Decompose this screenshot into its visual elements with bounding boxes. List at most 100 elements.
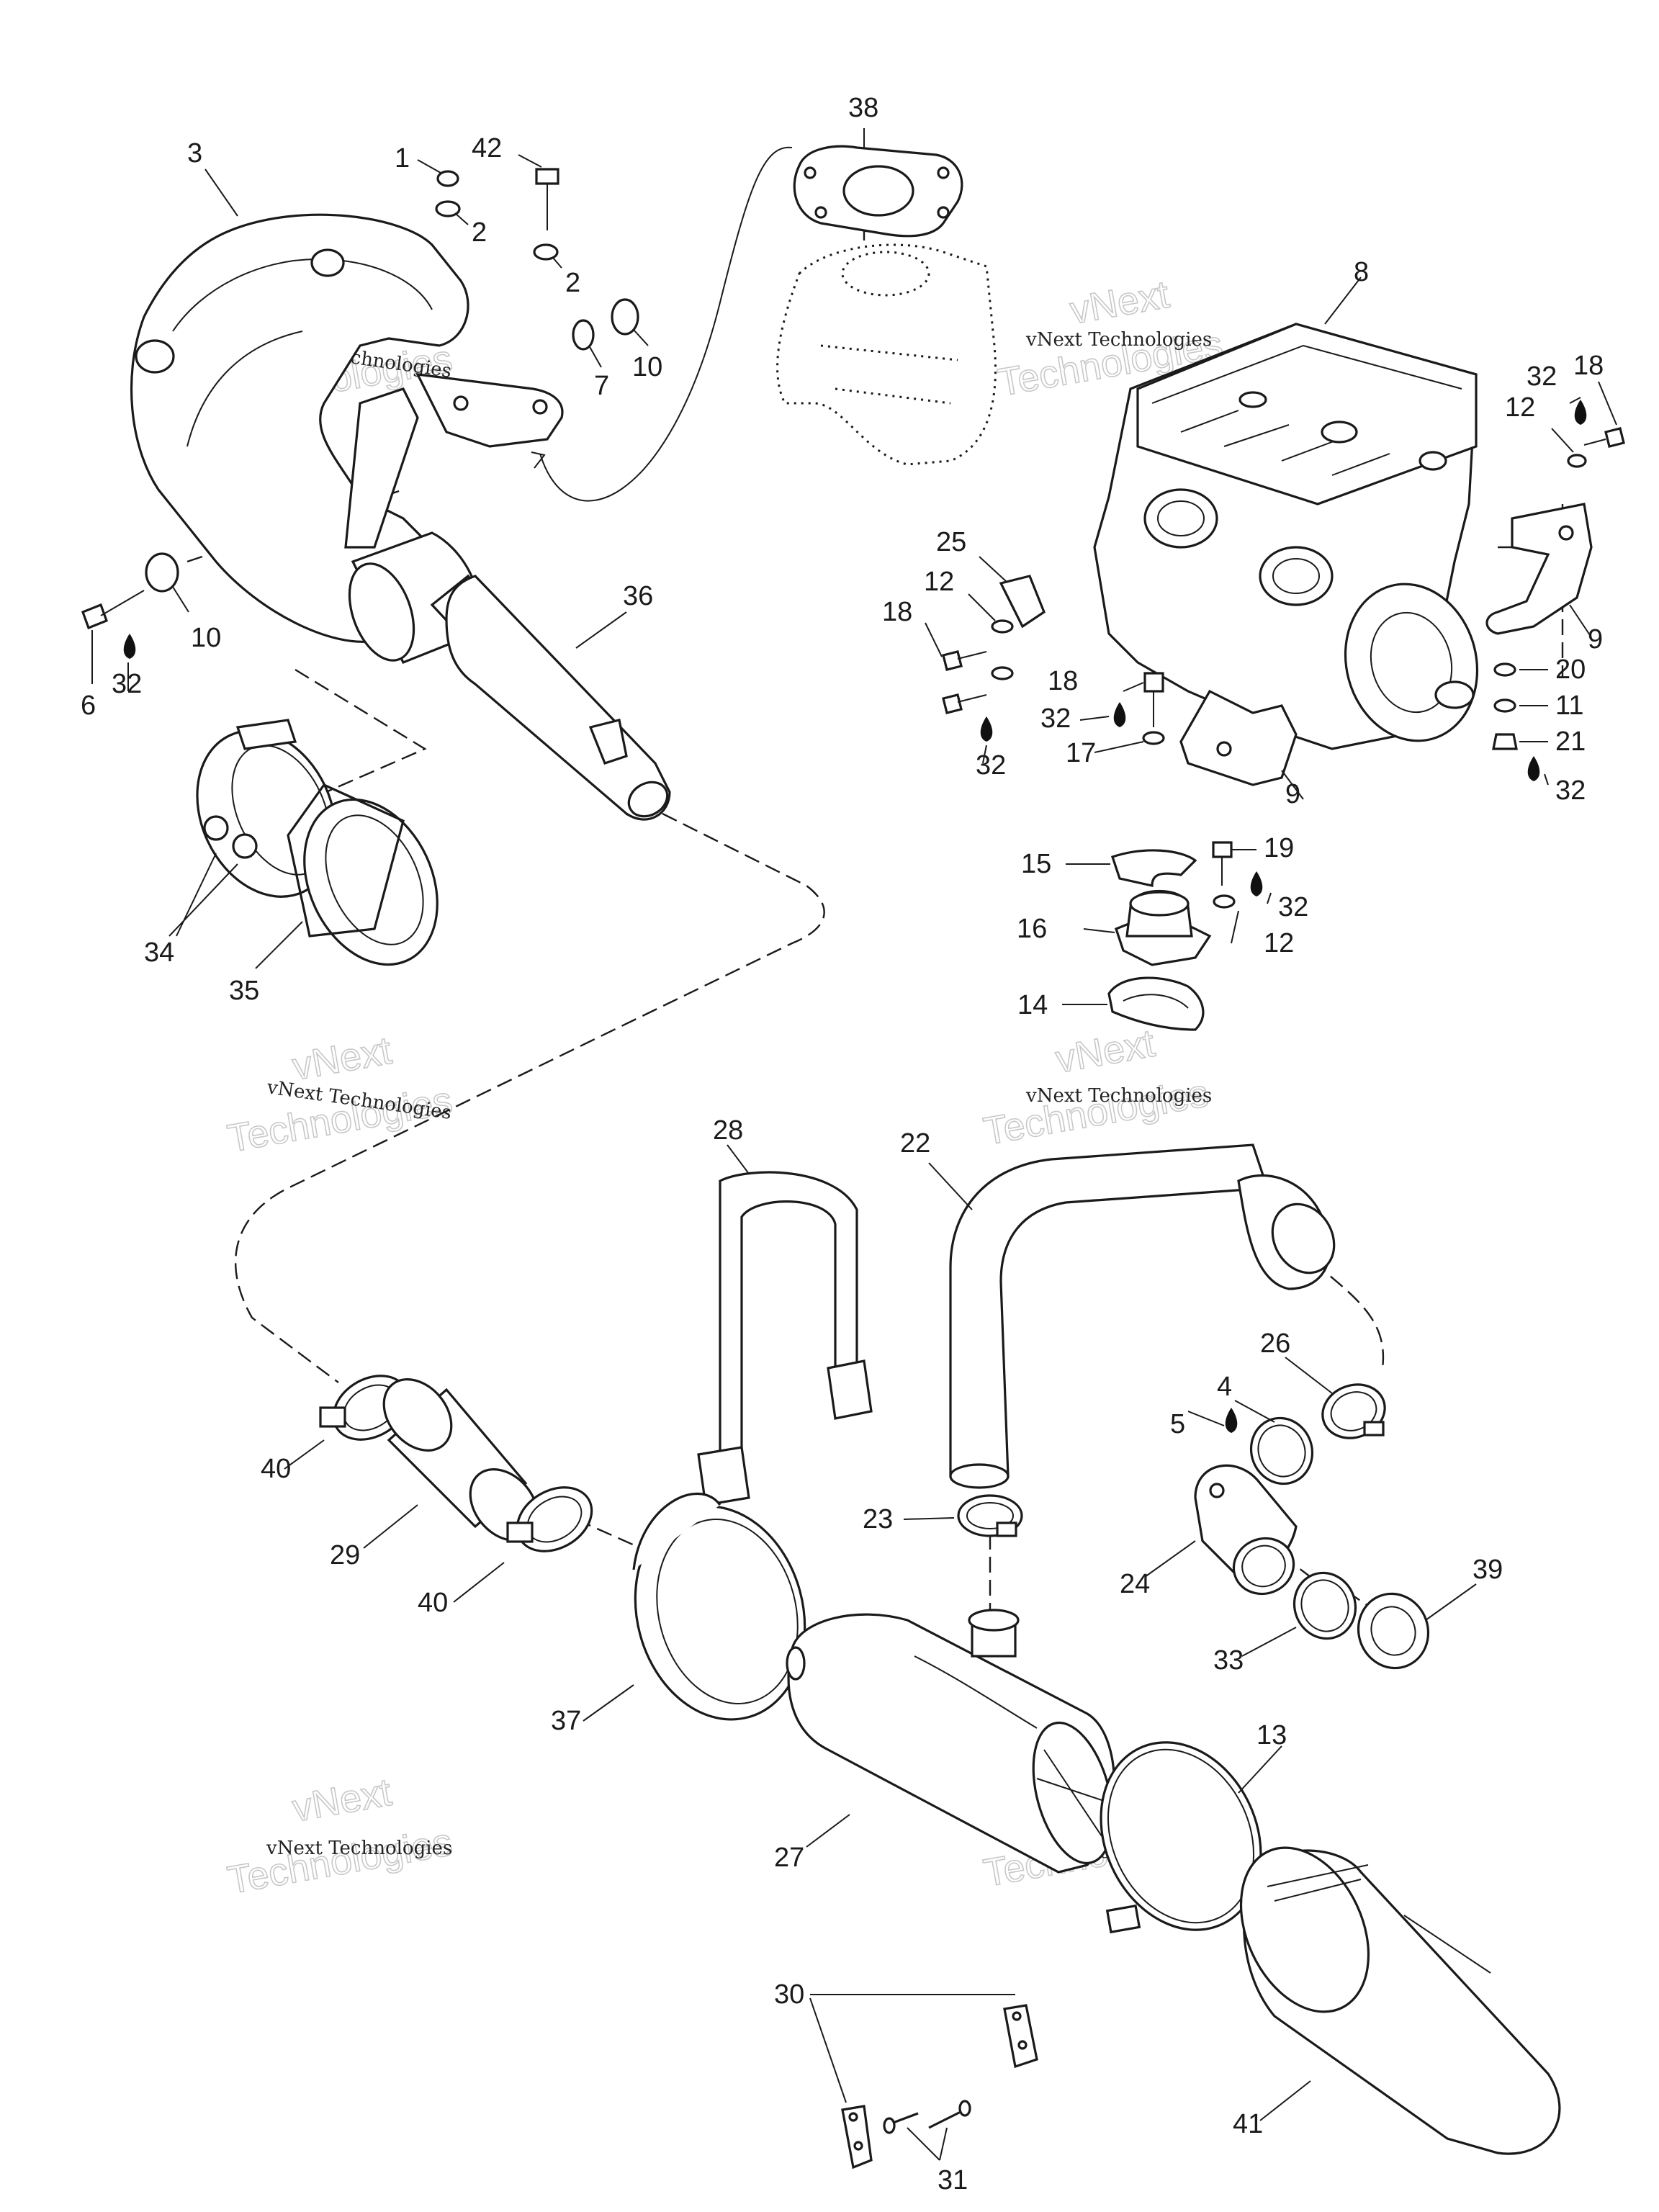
- part-40-clamp-lower: [506, 1486, 593, 1552]
- part-31-rivets: [883, 2100, 971, 2134]
- arrow-head: [531, 451, 546, 469]
- label-12-mid: 12: [924, 567, 954, 597]
- drop-icon: [980, 716, 993, 742]
- watermark-big-1: vNext: [1067, 273, 1172, 333]
- watermark-big-1: vNext: [289, 1029, 395, 1089]
- label-12-topright: 12: [1505, 392, 1535, 423]
- label-10-upper: 10: [632, 352, 662, 382]
- dash-22-26: [1295, 1245, 1385, 1369]
- part-28-strap: [697, 1171, 873, 1506]
- label-24: 24: [1120, 1569, 1150, 1599]
- drop-icon: [1527, 756, 1540, 781]
- label-22: 22: [900, 1128, 930, 1159]
- label-23: 23: [863, 1504, 893, 1534]
- part-35-rubber-sleeve: [287, 783, 439, 966]
- label-7: 7: [594, 371, 609, 401]
- label-32-center: 32: [1040, 703, 1071, 734]
- label-13: 13: [1256, 1720, 1287, 1750]
- watermark-small: vNext Technologies: [1025, 329, 1212, 351]
- label-36: 36: [623, 581, 653, 611]
- label-29: 29: [330, 1540, 360, 1570]
- label-35: 35: [229, 976, 259, 1006]
- part-9-bracket-left: [1179, 689, 1298, 786]
- label-31: 31: [938, 2165, 968, 2195]
- label-27: 27: [774, 1843, 804, 1873]
- label-5: 5: [1170, 1409, 1185, 1439]
- label-1: 1: [395, 143, 410, 174]
- watermark-big-2: Technologies: [225, 1820, 456, 1902]
- watermark-big-2: Technologies: [981, 1071, 1212, 1154]
- drop-icon: [1250, 871, 1263, 896]
- label-30: 30: [774, 1979, 804, 2010]
- label-6: 6: [81, 691, 96, 721]
- part-4-ring: [1249, 1416, 1314, 1485]
- label-42: 42: [472, 133, 502, 163]
- watermark-big-1: vNext: [289, 1771, 395, 1830]
- label-32-right: 32: [1555, 775, 1586, 806]
- watermark-big-1: vNext: [1053, 1022, 1158, 1082]
- part-labels: 38 3 1 42 2 2 7 10 8 18 32 12 10 6 32 36…: [81, 93, 1604, 2195]
- dash-coupler: [295, 668, 427, 801]
- label-18-center: 18: [1048, 666, 1078, 696]
- label-15: 15: [1021, 849, 1051, 879]
- label-3: 3: [187, 138, 202, 168]
- drop-icon: [1113, 702, 1126, 727]
- label-32-left: 32: [112, 669, 142, 699]
- label-11: 11: [1555, 691, 1583, 721]
- label-10-left: 10: [191, 623, 221, 653]
- label-32-mid: 32: [976, 750, 1006, 781]
- label-28: 28: [713, 1115, 743, 1146]
- label-39: 39: [1473, 1555, 1503, 1585]
- label-4: 4: [1217, 1372, 1232, 1402]
- watermark-mid-right: vNext Technologies vNext Technologies: [980, 1021, 1212, 1154]
- watermark-small: vNext Technologies: [266, 1838, 452, 1859]
- label-12-mount: 12: [1264, 928, 1294, 958]
- label-26: 26: [1260, 1328, 1290, 1359]
- dash-pipe-to-clamp: [234, 812, 825, 1383]
- label-9-right: 9: [1588, 624, 1603, 655]
- label-34: 34: [144, 938, 174, 968]
- label-19: 19: [1264, 833, 1294, 863]
- arrow-manifold-gasket: [539, 146, 793, 502]
- label-8: 8: [1354, 257, 1369, 287]
- label-32-mount: 32: [1278, 892, 1308, 922]
- label-2-upper: 2: [472, 217, 487, 248]
- part-30-bracket-right: [1003, 2004, 1038, 2069]
- part-3-exhaust-manifold: [130, 213, 564, 643]
- label-40-lower: 40: [418, 1588, 448, 1618]
- part-27-muffler: [786, 1609, 1115, 1874]
- part-22-bent-hose: [949, 1143, 1336, 1489]
- part-39-nut: [1357, 1592, 1430, 1670]
- part-24-elbow: [1194, 1464, 1298, 1596]
- label-14: 14: [1017, 990, 1048, 1020]
- part-15-shim: [1110, 849, 1197, 887]
- part-23-clamp: [957, 1494, 1023, 1537]
- cylinder-dotted-outline: [776, 243, 997, 466]
- part-25-bracket: [999, 575, 1046, 629]
- drop-icon: [1574, 400, 1587, 425]
- part-13-band: [1100, 1741, 1262, 1934]
- part-41-silencer: [1239, 1846, 1561, 2155]
- part-30-bracket-left: [841, 2105, 873, 2170]
- label-40-upper: 40: [261, 1454, 291, 1484]
- part-14-plate: [1107, 976, 1205, 1031]
- drop-icons: [123, 400, 1587, 1433]
- part-9-bracket-right: [1485, 503, 1593, 635]
- label-32-topright: 32: [1527, 361, 1557, 392]
- part-37-sleeve: [632, 1492, 806, 1721]
- label-38: 38: [848, 93, 878, 123]
- label-21: 21: [1555, 727, 1586, 757]
- leader-lines: [91, 128, 1617, 2161]
- watermark-mid-left: vNext Technologies vNext Technologies: [224, 1028, 456, 1161]
- label-2-lower: 2: [565, 268, 580, 298]
- watermark-bottom-left: vNext Technologies vNext Technologies: [224, 1770, 456, 1903]
- watermark-small: vNext Technologies: [1025, 1085, 1212, 1107]
- label-33: 33: [1213, 1645, 1244, 1676]
- label-37: 37: [551, 1706, 581, 1736]
- part-36-tuned-pipe: [348, 531, 671, 821]
- drop-icon: [123, 634, 136, 659]
- label-18-topright: 18: [1573, 351, 1604, 381]
- part-33-ring: [1292, 1571, 1357, 1640]
- label-18-mid: 18: [882, 597, 912, 627]
